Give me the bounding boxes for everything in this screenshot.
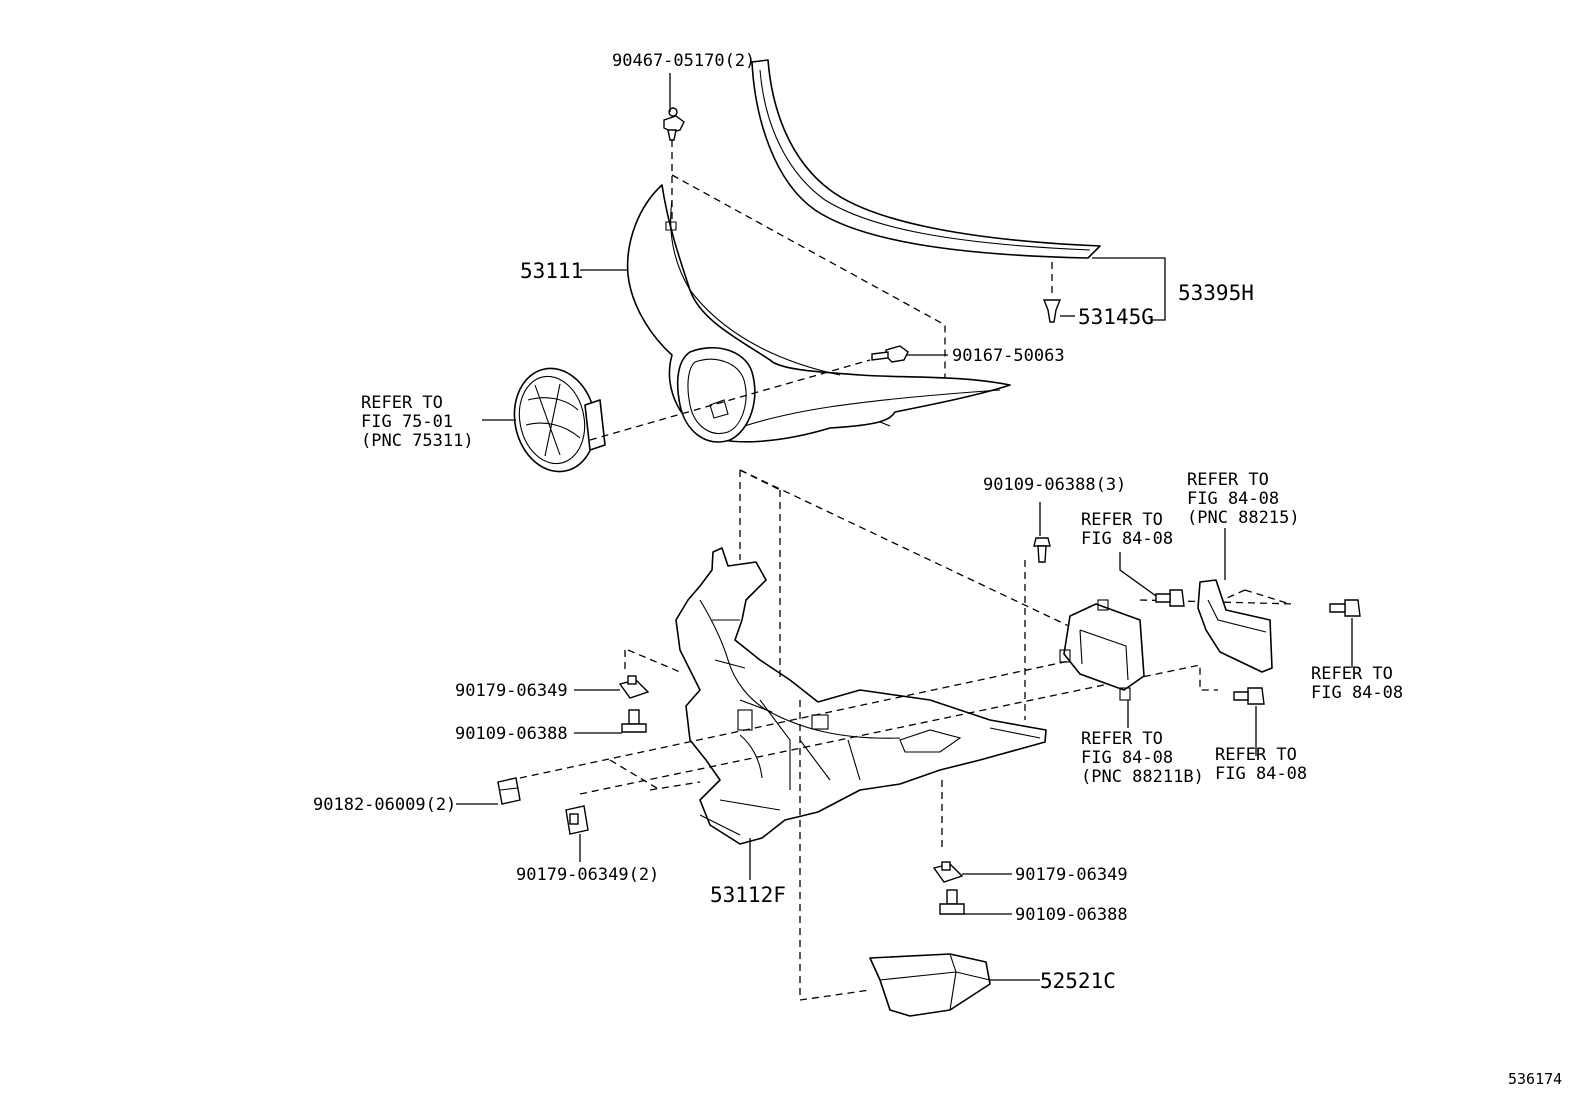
assembly-line-8 bbox=[739, 469, 781, 491]
svg-text:REFER TO: REFER TO bbox=[361, 393, 443, 413]
sensor-module bbox=[1059, 599, 1145, 701]
grommet-90182 bbox=[497, 777, 521, 805]
label-emblem-ref: REFER TO FIG 75-01 (PNC 75311) bbox=[361, 393, 474, 451]
radiator-support-frame bbox=[675, 547, 1047, 845]
radiator-grille-upper bbox=[626, 184, 1011, 443]
front-emblem bbox=[513, 367, 606, 473]
label-ref-84-08-b: REFER TO FIG 84-08 (PNC 88215) bbox=[1187, 470, 1300, 528]
label-90109-a: 90109-06388 bbox=[455, 724, 568, 744]
nut-90179-a bbox=[618, 675, 650, 699]
label-ref-84-08-d: REFER TO FIG 84-08 (PNC 88211B) bbox=[1081, 729, 1204, 787]
label-90179-a: 90179-06349 bbox=[455, 681, 568, 701]
svg-text:REFER TO: REFER TO bbox=[1187, 470, 1269, 490]
svg-text:REFER TO: REFER TO bbox=[1081, 729, 1163, 749]
svg-text:REFER TO: REFER TO bbox=[1081, 510, 1163, 530]
assembly-line-13 bbox=[519, 647, 1131, 779]
assembly-line-14 bbox=[579, 664, 1218, 795]
label-53111: 53111 bbox=[520, 259, 583, 283]
label-53112f: 53112F bbox=[710, 883, 786, 907]
screw-90167 bbox=[871, 345, 909, 363]
bolt-ref-e bbox=[1233, 687, 1265, 705]
label-90179-b: 90179-06349 bbox=[1015, 865, 1128, 885]
sensor-bracket bbox=[1197, 579, 1273, 673]
air-duct bbox=[869, 953, 991, 1017]
label-90467: 90467-05170(2) bbox=[612, 51, 755, 71]
label-90109-b: 90109-06388 bbox=[1015, 905, 1128, 925]
label-90109-3: 90109-06388(3) bbox=[983, 475, 1126, 495]
label-90167: 90167-50063 bbox=[952, 346, 1065, 366]
label-53395h: 53395H bbox=[1178, 281, 1254, 305]
bolt-ref-a bbox=[1155, 589, 1185, 607]
assembly-line-15 bbox=[609, 759, 701, 791]
label-ref-84-08-e: REFER TO FIG 84-08 bbox=[1215, 745, 1307, 784]
label-ref-84-08-c: REFER TO FIG 84-08 bbox=[1311, 664, 1403, 703]
leader-lines bbox=[456, 73, 1353, 981]
svg-text:FIG 84-08: FIG 84-08 bbox=[1311, 683, 1403, 703]
svg-text:FIG 84-08: FIG 84-08 bbox=[1187, 489, 1279, 509]
svg-text:FIG 84-08: FIG 84-08 bbox=[1215, 764, 1307, 784]
figure-number: 536174 bbox=[1508, 1070, 1562, 1088]
svg-text:FIG 84-08: FIG 84-08 bbox=[1081, 748, 1173, 768]
svg-text:(PNC 88211B): (PNC 88211B) bbox=[1081, 767, 1204, 787]
svg-text:(PNC 75311): (PNC 75311) bbox=[361, 431, 474, 451]
svg-text:REFER TO: REFER TO bbox=[1311, 664, 1393, 684]
svg-text:(PNC 88215): (PNC 88215) bbox=[1187, 508, 1300, 528]
clip-90467 bbox=[663, 107, 685, 141]
bolt-90109-a bbox=[621, 709, 647, 733]
assembly-line-12 bbox=[624, 649, 681, 673]
svg-text:REFER TO: REFER TO bbox=[1215, 745, 1297, 765]
label-52521c: 52521C bbox=[1040, 969, 1116, 993]
nut-90179-b bbox=[932, 861, 964, 883]
bolt-90109-b bbox=[939, 889, 965, 915]
clip-53145g bbox=[1042, 299, 1062, 323]
hood-molding-strip bbox=[751, 59, 1101, 259]
assembly-line-4 bbox=[589, 359, 871, 441]
assembly-line-9 bbox=[799, 700, 871, 1001]
bolt-ref-c bbox=[1329, 599, 1361, 617]
label-90179-2: 90179-06349(2) bbox=[516, 865, 659, 885]
label-ref-84-08-a: REFER TO FIG 84-08 bbox=[1081, 510, 1173, 549]
svg-text:FIG 84-08: FIG 84-08 bbox=[1081, 529, 1173, 549]
nut-90179-2 bbox=[565, 805, 589, 835]
label-53145g: 53145G bbox=[1078, 305, 1154, 329]
label-90182: 90182-06009(2) bbox=[313, 795, 456, 815]
bolt-90109-3 bbox=[1033, 537, 1051, 563]
svg-text:FIG 75-01: FIG 75-01 bbox=[361, 412, 453, 432]
